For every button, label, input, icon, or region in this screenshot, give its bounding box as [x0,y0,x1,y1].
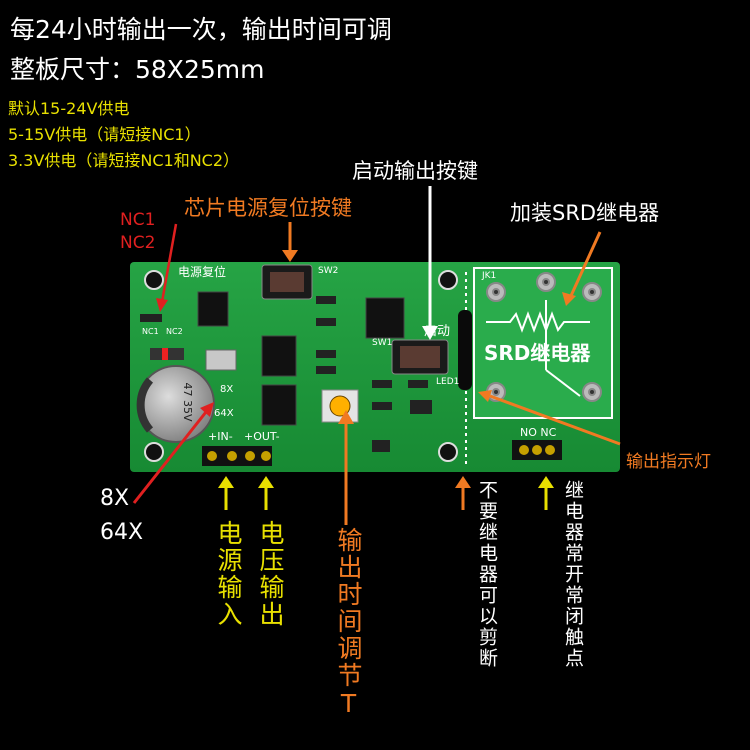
chip-reset-label: 芯片电源复位按键 [184,196,352,220]
svg-text:NC1: NC1 [142,327,159,336]
start-button-label: 启动输出按键 [352,159,478,183]
svg-text:LED1: LED1 [436,377,459,387]
relay-contacts-label: 继电器常开常闭触点 [562,480,584,669]
power-note-3v3: 3.3V供电（请短接NC1和NC2） [8,151,240,170]
svg-text:8X: 8X [220,384,233,395]
power-note-default: 默认15-24V供电 [8,99,130,118]
capacitor [137,365,215,443]
srd-relay-label: 加装SRD继电器 [510,201,660,225]
svg-text:JK1: JK1 [481,271,496,281]
svg-text:NC2: NC2 [166,327,183,336]
silk-relay: SRD继电器 [484,341,591,365]
voltage-output-label: 电压输出 [256,520,285,628]
ic-chips [197,291,405,426]
nc2-label: NC2 [120,233,156,253]
capacitor-text: 47 35V [181,382,194,421]
header-title: 每24小时输出一次，输出时间可调 [10,15,392,44]
silk-no-nc: NO NC [520,426,557,439]
relay-cut-off-label: 不要继电器可以剪断 [476,480,498,669]
svg-text:SW1: SW1 [372,338,392,348]
cut-slot [458,310,472,390]
board-size-title: 整板尺寸：58X25mm [10,55,265,84]
svg-text:64X: 64X [214,408,234,419]
svg-text:SW2: SW2 [318,266,338,276]
relay-coil-symbol [486,311,590,333]
power-input-label: 电源输入 [214,520,243,628]
relay-pads [486,272,602,402]
mult-64x-label: 64X [100,520,144,545]
output-indicator-label: 输出指示灯 [626,452,711,472]
silk-out: +OUT- [244,430,280,443]
silk-power-reset: 电源复位 [178,264,226,279]
mounting-holes [144,270,458,462]
silk-in: +IN- [208,430,233,443]
io-headers [202,440,562,466]
mult-8x-label: 8X [100,486,130,511]
power-note-5-15v: 5-15V供电（请短接NC1） [8,125,201,144]
nc1-label: NC1 [120,210,156,230]
output-time-adjust-label: 输出时间调节T [334,527,363,720]
